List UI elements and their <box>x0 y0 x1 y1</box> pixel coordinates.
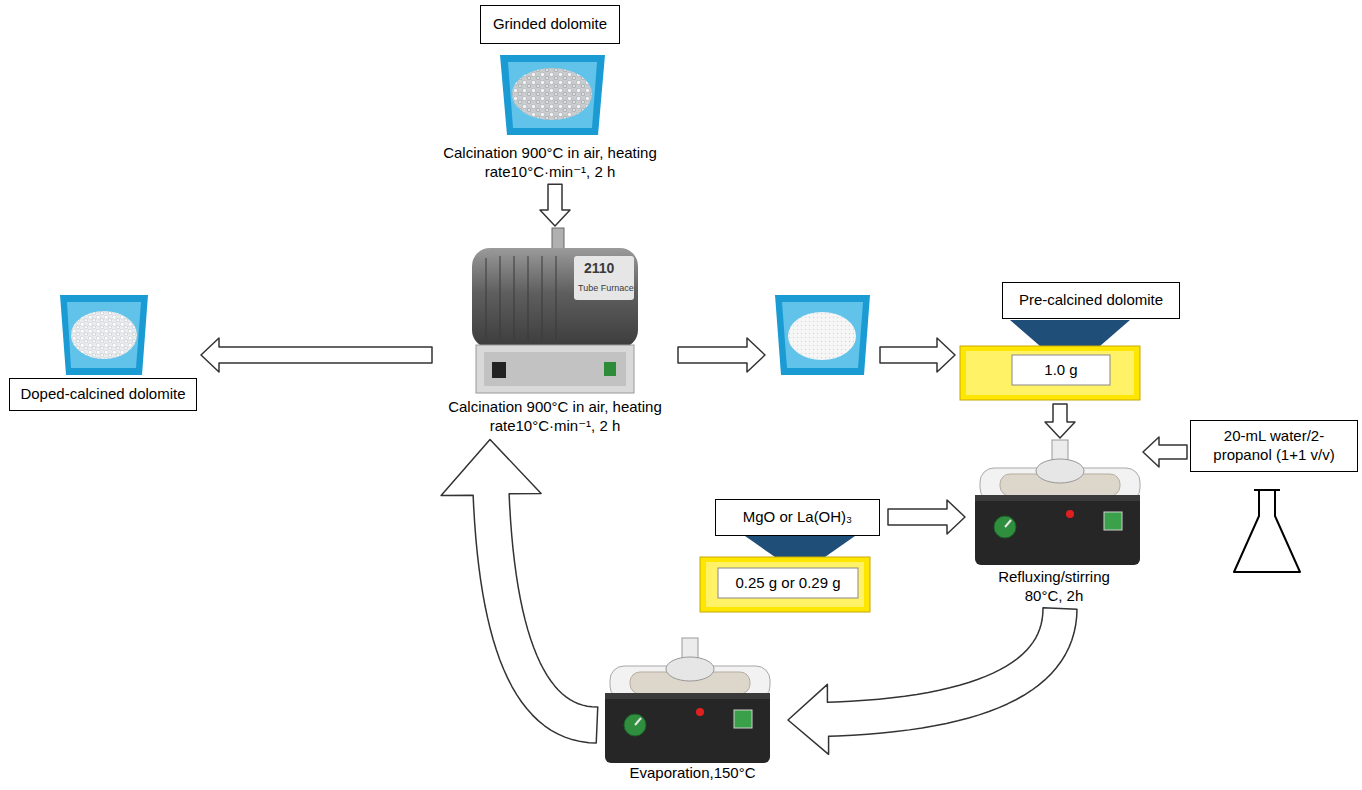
dolomite-tray <box>788 312 856 360</box>
dolomite-tray <box>500 55 605 135</box>
process-node: Pre-calcined dolomite 1.0 g <box>958 282 1188 402</box>
tube-furnace <box>476 345 634 393</box>
tube-furnace <box>604 362 616 376</box>
tube-furnace <box>542 256 543 340</box>
step-caption: Calcination 900°C in air, heating rate10… <box>448 398 663 436</box>
hollow-arrow <box>678 338 765 372</box>
material-label: Pre-calcined dolomite <box>1002 282 1180 319</box>
dolomite-tray <box>782 302 863 368</box>
erlenmeyer-flask <box>1254 489 1280 491</box>
device-label: 2110 <box>584 260 614 278</box>
weighing-balance <box>1010 320 1130 346</box>
tube-furnace <box>514 256 515 340</box>
process-node: Refluxing/stirring 80°C, 2h <box>968 440 1140 606</box>
process-node: 20-mL water/2-propanol (1+1 v/v) <box>1190 420 1358 567</box>
hollow-arrow <box>888 500 965 534</box>
weighing-balance <box>745 536 855 557</box>
process-arrow <box>441 440 598 743</box>
dolomite-tray <box>775 295 870 375</box>
hollow-arrow <box>201 338 432 372</box>
tube-furnace <box>472 248 638 348</box>
hollow-arrow <box>1143 437 1187 467</box>
dolomite-tray <box>775 295 870 375</box>
step-caption: Calcination 900°C in air, heating rate10… <box>425 144 675 182</box>
process-arrow <box>888 500 965 534</box>
tube-furnace <box>486 258 487 338</box>
device-label: Tube Furnace <box>578 283 634 294</box>
material-label: MgO or La(OH)₃ <box>715 499 880 536</box>
process-node: Evaporation,150°C <box>600 640 785 783</box>
weighing-balance <box>1012 355 1110 385</box>
step-caption: Evaporation,150°C <box>600 764 785 783</box>
process-node: Grinded dolomiteCalcination 900°C in air… <box>420 5 680 181</box>
hollow-arrow <box>540 184 570 226</box>
tube-furnace <box>556 256 557 340</box>
weighing-balance <box>700 536 870 612</box>
tube-furnace <box>484 352 626 386</box>
process-arrow <box>788 608 1077 754</box>
hollow-arrow <box>880 338 955 372</box>
weighing-balance <box>700 557 870 612</box>
process-arrow <box>201 338 432 372</box>
hollow-arrow <box>1045 404 1075 438</box>
figure-space <box>420 44 680 144</box>
erlenmeyer-flask <box>1234 490 1300 572</box>
tube-furnace <box>528 256 529 340</box>
weighing-balance <box>718 568 858 598</box>
hotplate-stirrer <box>605 638 770 763</box>
material-label: Grinded dolomite <box>480 5 620 44</box>
tube-furnace <box>472 228 638 393</box>
weighing-balance <box>966 351 1134 395</box>
process-arrow <box>1045 404 1075 438</box>
weight-readout: 1.0 g <box>1012 355 1110 385</box>
weighing-balance <box>960 346 1140 400</box>
process-node: MgO or La(OH)₃ 0.25 g or 0.29 g <box>700 499 885 614</box>
dolomite-tray <box>500 55 605 135</box>
dolomite-tray <box>508 62 597 128</box>
weighing-balance <box>960 320 1140 400</box>
figure-space <box>1190 472 1358 567</box>
process-arrow <box>678 338 955 372</box>
weighing-balance <box>706 562 864 607</box>
process-node: Doped-calcined dolomite <box>8 290 198 411</box>
tube-furnace <box>574 256 634 300</box>
dolomite-tray <box>67 302 141 368</box>
figure-space <box>968 440 1140 568</box>
tube-furnace <box>500 256 501 340</box>
dolomite-tray <box>60 295 148 375</box>
process-arrow <box>1143 437 1187 467</box>
step-caption: Refluxing/stirring 80°C, 2h <box>979 568 1129 606</box>
weight-readout: 0.25 g or 0.29 g <box>718 568 858 598</box>
material-label: Doped-calcined dolomite <box>9 378 196 411</box>
tube-furnace <box>492 362 506 378</box>
erlenmeyer-flask <box>1234 490 1300 572</box>
hotplate-stirrer <box>975 440 1140 565</box>
hollow-arrow <box>441 440 598 743</box>
hollow-arrow <box>788 608 1077 754</box>
figure-space <box>8 290 198 378</box>
process-node: Calcination 900°C in air, heating rate10… <box>435 228 675 436</box>
tube-furnace <box>552 228 564 250</box>
figure-space <box>600 640 785 764</box>
solvent-label: 20-mL water/2-propanol (1+1 v/v) <box>1190 420 1358 472</box>
dolomite-tray <box>71 311 137 359</box>
process-arrow <box>540 184 570 226</box>
dolomite-tray <box>60 295 148 375</box>
dolomite-tray <box>512 68 592 120</box>
figure-space <box>435 228 675 398</box>
